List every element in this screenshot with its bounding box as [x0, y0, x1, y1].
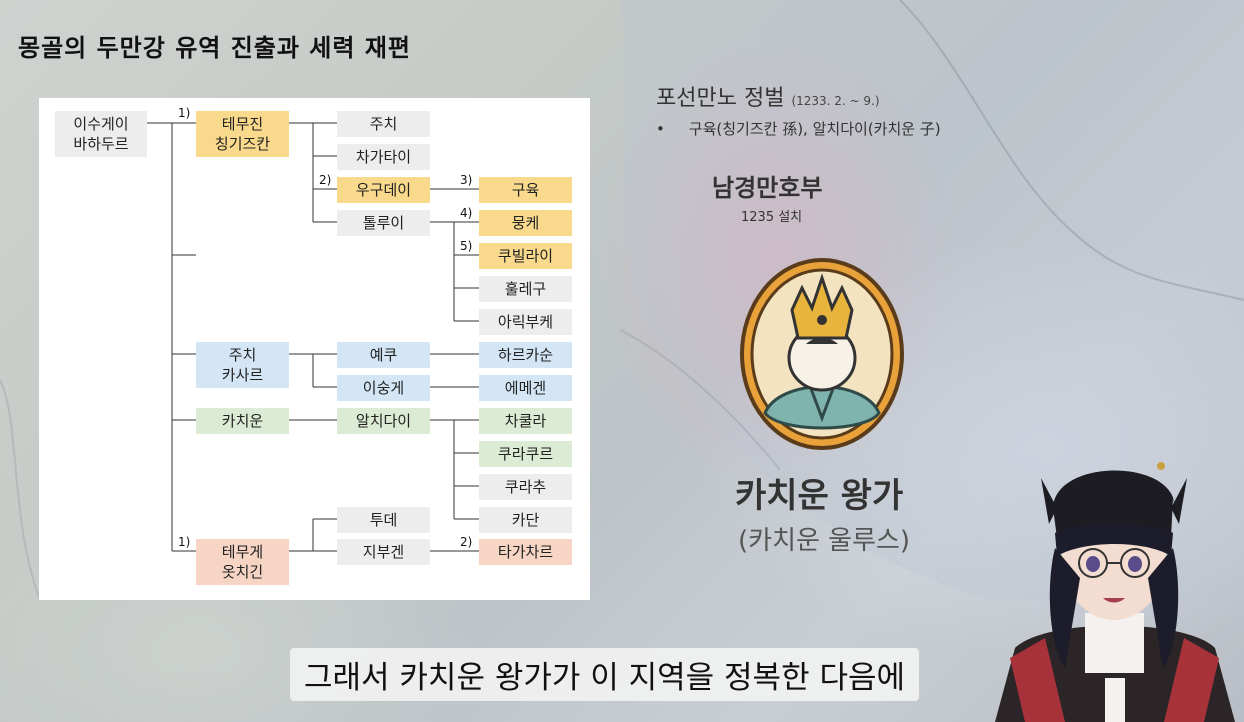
node-kublai: 쿠빌라이 — [479, 243, 572, 269]
node-jochi-kasar-line2: 카사르 — [221, 366, 264, 384]
succession-number: 5) — [460, 239, 473, 253]
node-temujin: 테무진 칭기즈칸 — [196, 111, 289, 157]
node-tude: 투데 — [337, 507, 430, 533]
node-mongke: 뭉케 — [479, 210, 572, 236]
namgyeong-title: 남경만호부 — [712, 173, 823, 202]
node-jochi-kasar-line1: 주치 — [228, 346, 257, 364]
campaign-dates: (1233. 2. ~ 9.) — [791, 94, 880, 108]
node-tolui: 톨루이 — [337, 210, 430, 236]
node-jibugen: 지부겐 — [337, 539, 430, 565]
node-hulegu: 훌레구 — [479, 276, 572, 302]
node-alchidai: 알치다이 — [337, 408, 430, 434]
succession-number: 1) — [178, 106, 191, 120]
node-ogedei: 우구데이 — [337, 177, 430, 203]
node-chagatai: 차가타이 — [337, 144, 430, 170]
node-jochi: 주치 — [337, 111, 430, 137]
page-title: 몽골의 두만강 유역 진출과 세력 재편 — [18, 33, 411, 62]
node-ariq-boke: 아릭부케 — [479, 309, 572, 335]
node-yesugei-line1: 이수게이 — [73, 115, 129, 133]
campaign-bullet: • 구육(칭기즈칸 孫), 알치다이(카치운 子) — [656, 118, 941, 139]
node-emegen: 에메겐 — [479, 375, 572, 401]
family-tree-panel: 이수게이 바하두르 1) 테무진 칭기즈칸 주치 차가타이 2) 우구데이 톨루… — [39, 98, 590, 600]
node-tagachar: 타가차르 — [479, 539, 572, 565]
ulus-subtitle: (카치운 울루스) — [738, 526, 911, 556]
node-yesugei-line2: 바하두르 — [73, 135, 129, 153]
node-temujin-line2: 칭기즈칸 — [214, 135, 271, 153]
succession-number: 4) — [460, 206, 473, 220]
vtuber-avatar — [995, 462, 1235, 722]
campaign-title: 포선만노 정벌 — [656, 86, 785, 111]
tree-connectors — [147, 122, 479, 552]
node-guyuk: 구육 — [479, 177, 572, 203]
king-portrait-emblem — [740, 258, 904, 450]
node-yeku: 예쿠 — [337, 342, 430, 368]
node-temuge: 테무게 옷치긴 — [196, 539, 289, 585]
namgyeong-year: 1235 설치 — [741, 210, 803, 225]
house-title: 카치운 왕가 — [735, 476, 904, 516]
bullet-text: 구육(칭기즈칸 孫), 알치다이(카치운 子) — [688, 120, 941, 138]
succession-number: 1) — [178, 535, 191, 549]
node-harkasun: 하르카순 — [479, 342, 572, 368]
succession-number: 2) — [319, 173, 332, 187]
node-kadan: 카단 — [479, 507, 572, 533]
caption-subtitle: 그래서 카치운 왕가가 이 지역을 정복한 다음에 — [290, 648, 920, 701]
node-isunge: 이숭게 — [337, 375, 430, 401]
node-temujin-line1: 테무진 — [221, 115, 264, 133]
succession-number: 2) — [460, 535, 473, 549]
node-temuge-line2: 옷치긴 — [221, 563, 264, 581]
node-kurakur: 쿠라쿠르 — [479, 441, 572, 467]
bullet-marker: • — [656, 120, 665, 138]
node-yesugei: 이수게이 바하두르 — [55, 111, 147, 157]
succession-number: 3) — [460, 173, 473, 187]
node-kurachu: 쿠라추 — [479, 474, 572, 500]
node-jochi-kasar: 주치 카사르 — [196, 342, 289, 388]
node-temuge-line1: 테무게 — [221, 543, 264, 561]
campaign-heading: 포선만노 정벌 (1233. 2. ~ 9.) — [656, 80, 880, 112]
node-chakula: 차쿨라 — [479, 408, 572, 434]
node-kachiun: 카치운 — [196, 408, 289, 434]
